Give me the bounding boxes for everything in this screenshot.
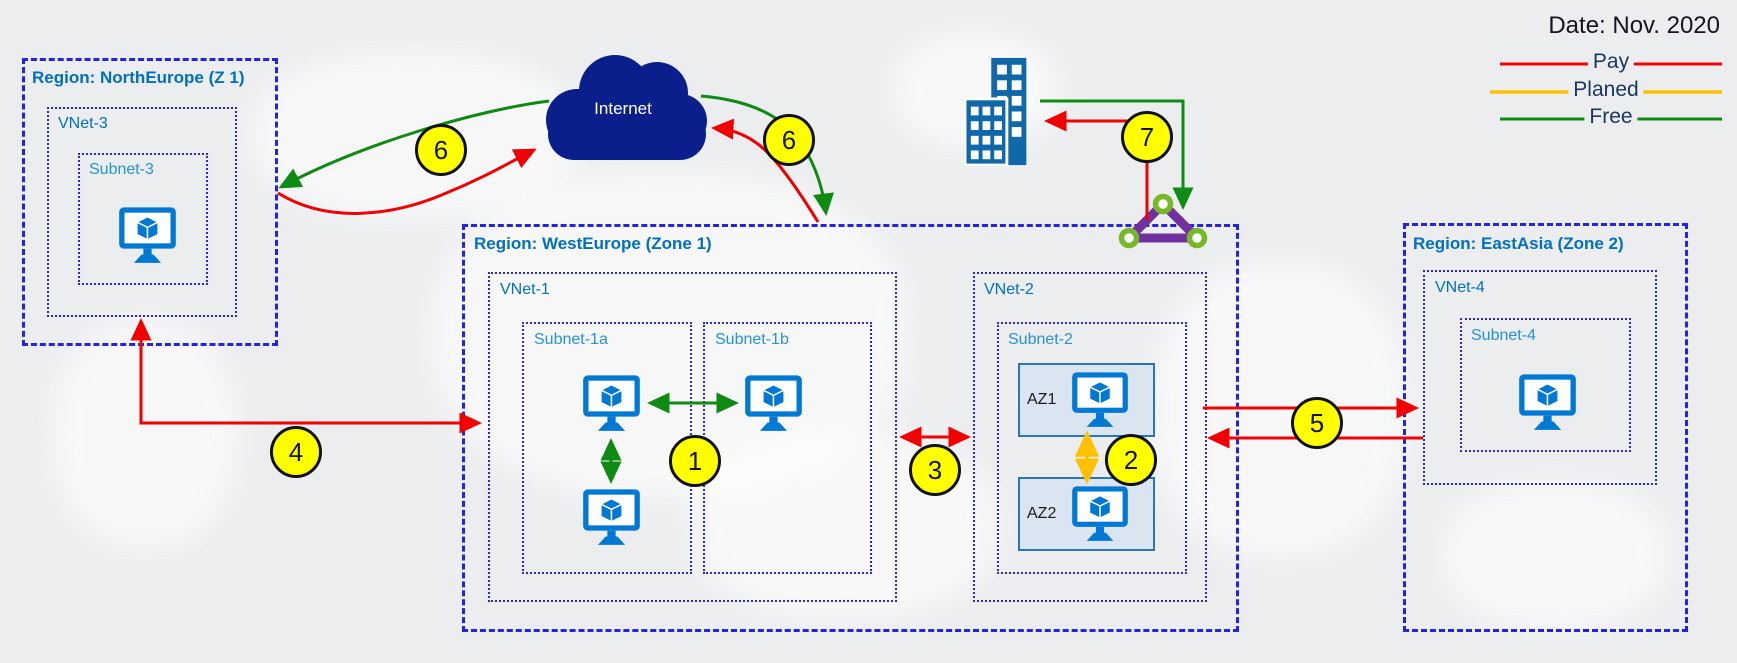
map-watermark (50, 320, 240, 550)
vm-icon-subnet4 (1518, 373, 1577, 430)
flow-badge-6-left: 6 (415, 124, 467, 176)
vm-icon-subnet1a-bottom (582, 488, 641, 545)
map-watermark (890, 30, 1060, 150)
region-eastasia (1403, 223, 1688, 632)
subnet-4 (1460, 318, 1631, 452)
subnet-1a-label: Subnet-1a (534, 331, 608, 348)
legend-planed-label: Planed (1568, 78, 1644, 102)
flow-badge-1: 1 (669, 435, 721, 487)
subnet-2-label: Subnet-2 (1008, 331, 1073, 348)
vnet-2-label: VNet-2 (984, 281, 1034, 298)
subnet-3 (78, 153, 208, 285)
az2-label: AZ2 (1027, 505, 1057, 522)
az1-label: AZ1 (1027, 391, 1057, 408)
subnet-3-label: Subnet-3 (89, 161, 154, 178)
vnet-4 (1423, 270, 1657, 485)
vm-icon-az1 (1071, 371, 1129, 427)
vnet-3-label: VNet-3 (58, 115, 108, 132)
region-northeurope-title: Region: NorthEurope (Z 1) (32, 68, 245, 87)
flow-badge-7: 7 (1121, 111, 1173, 163)
date-label: Date: Nov. 2020 (1548, 12, 1720, 39)
vm-icon-az2 (1071, 485, 1129, 541)
subnet-2 (997, 322, 1187, 574)
map-watermark (1440, 480, 1670, 630)
vnet-2 (973, 272, 1207, 602)
region-eastasia-title: Region: EastAsia (Zone 2) (1413, 234, 1624, 253)
internet-label: Internet (594, 99, 652, 118)
vnet-4-label: VNet-4 (1435, 279, 1485, 296)
legend-pay-label: Pay (1587, 50, 1635, 74)
vm-icon-subnet1b (744, 374, 803, 431)
subnet-4-label: Subnet-4 (1471, 327, 1536, 344)
vnet-3 (47, 107, 237, 317)
vm-icon-subnet1a-top (582, 374, 641, 431)
vnet-1-label: VNet-1 (500, 281, 550, 298)
legend-free-label: Free (1584, 105, 1638, 129)
map-watermark (1150, 260, 1410, 560)
region-westeurope-title: Region: WestEurope (Zone 1) (474, 234, 712, 253)
vm-icon-subnet3 (118, 206, 177, 263)
flow-badge-6-right: 6 (763, 114, 815, 166)
flow-badge-2: 2 (1105, 434, 1157, 486)
subnet-1b (703, 322, 872, 574)
flow-badge-5: 5 (1291, 397, 1343, 449)
subnet-1b-label: Subnet-1b (715, 331, 789, 348)
flow-badge-3: 3 (909, 444, 961, 496)
vnet-1 (488, 272, 897, 602)
flow-badge-4: 4 (270, 426, 322, 478)
